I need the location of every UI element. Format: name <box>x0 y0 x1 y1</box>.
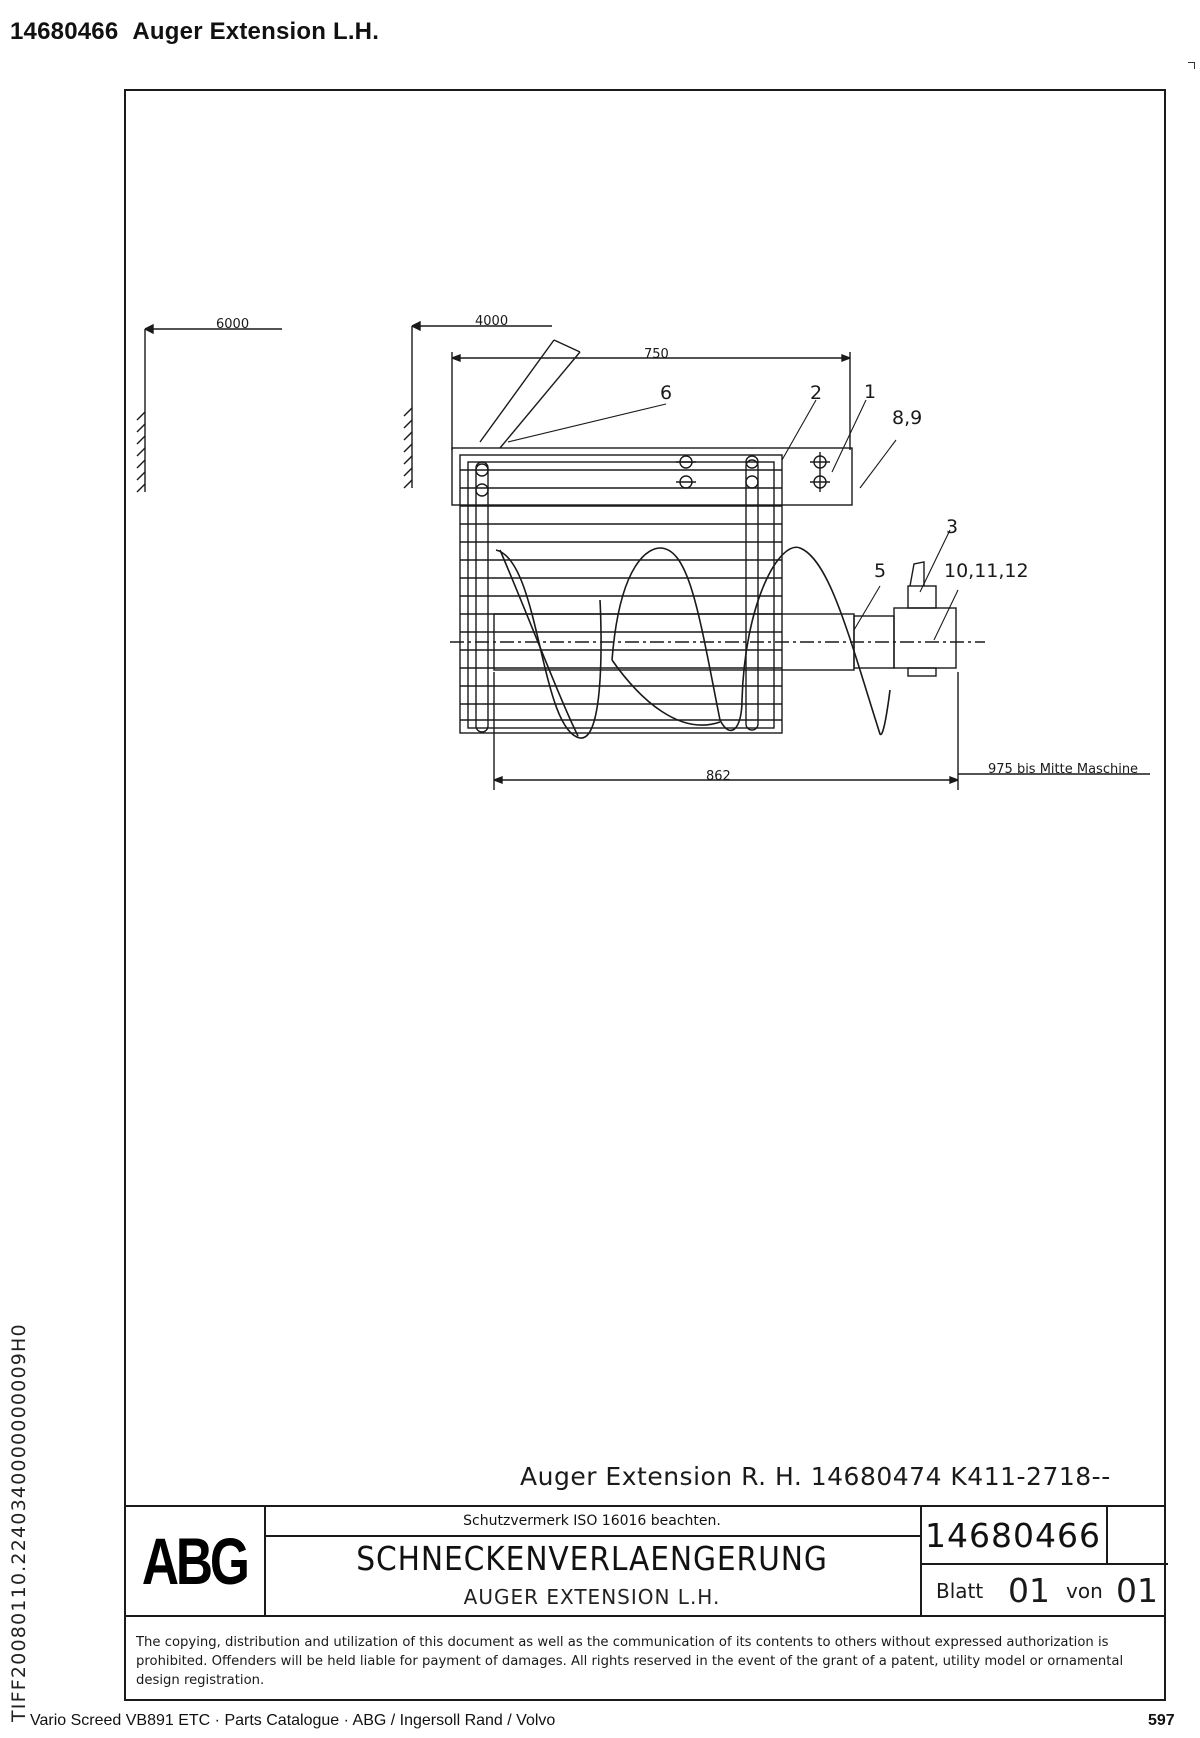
callout-6: 6 <box>660 382 672 404</box>
drawing-name-english: AUGER EXTENSION L.H. <box>463 1585 721 1609</box>
dimension-750 <box>451 352 851 450</box>
sheet-total: 01 <box>1116 1571 1158 1610</box>
dim-975-label: 975 bis Mitte Maschine <box>988 762 1138 777</box>
bolt-holes <box>475 452 830 497</box>
revision-box <box>1106 1507 1168 1565</box>
dim-4000-label: 4000 <box>475 314 508 329</box>
auger-flights <box>495 546 891 739</box>
sheet-number: 01 <box>1008 1571 1050 1610</box>
auger-shaft <box>450 561 985 677</box>
page-number: 597 <box>1148 1712 1175 1729</box>
callout-leaders <box>507 399 959 641</box>
title-block-description: Schutzvermerk ISO 16016 beachten. SCHNEC… <box>264 1507 922 1615</box>
callout-1: 1 <box>864 381 876 403</box>
corner-tick <box>1188 62 1195 69</box>
side-code: TIFF20080110.2240340000000009H0 <box>8 1323 30 1722</box>
of-label: von <box>1066 1579 1103 1603</box>
dim-6000-label: 6000 <box>216 317 249 332</box>
dim-862-label: 862 <box>706 769 731 784</box>
diagonal-arm <box>479 339 581 449</box>
copyright-notice: The copying, distribution and utilizatio… <box>136 1635 1124 1688</box>
title-block: ABG Schutzvermerk ISO 16016 beachten. SC… <box>124 1505 1168 1617</box>
drawing-number: 14680466 <box>920 1507 1106 1565</box>
wall-6000 <box>136 323 282 493</box>
drawing-name-german: SCHNECKENVERLAENGERUNG <box>356 1539 828 1578</box>
title-block-numbers: 14680466 Blatt 01 von 01 <box>920 1507 1168 1615</box>
sheet-info: Blatt 01 von 01 <box>920 1565 1166 1615</box>
wall-4000 <box>403 320 552 489</box>
guard-grille <box>459 454 783 734</box>
callout-3: 3 <box>946 516 958 538</box>
sheet-label: Blatt <box>936 1579 984 1603</box>
reference-note: Auger Extension R. H. 14680474 K411-2718… <box>520 1462 1111 1491</box>
dimension-862 <box>493 672 1150 790</box>
page-title-part-number: 14680466 <box>10 18 119 45</box>
callout-5: 5 <box>874 560 886 582</box>
drawing-frame <box>124 89 1166 1701</box>
callout-10-11-12: 10,11,12 <box>944 560 1029 582</box>
abg-logo: ABG <box>124 1507 266 1615</box>
page-title: 14680466 Auger Extension L.H. <box>10 18 379 46</box>
footer-text: Vario Screed VB891 ETC · Parts Catalogue… <box>30 1712 556 1729</box>
top-plate <box>451 447 853 506</box>
callout-2: 2 <box>810 382 822 404</box>
callout-8-9: 8,9 <box>892 407 922 429</box>
page-title-text: Auger Extension L.H. <box>132 18 380 45</box>
dim-750-label: 750 <box>644 347 669 362</box>
protection-notice: Schutzvermerk ISO 16016 beachten. <box>264 1507 920 1537</box>
